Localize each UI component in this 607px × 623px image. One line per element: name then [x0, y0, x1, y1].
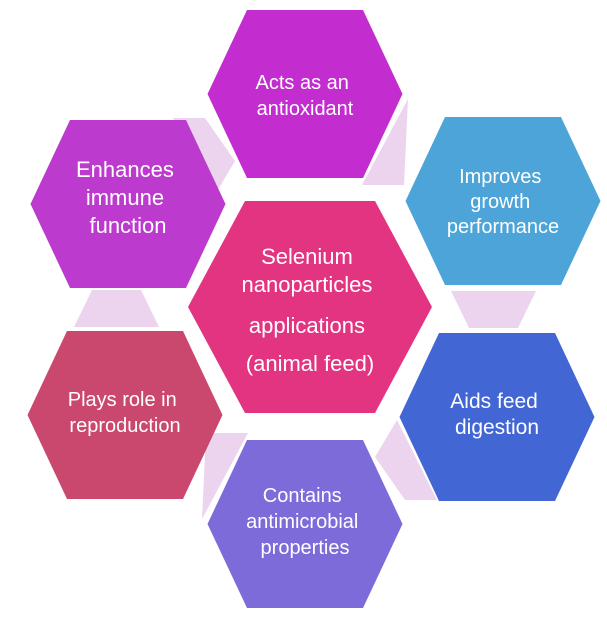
- label-line: function: [89, 213, 166, 238]
- label-line: antioxidant: [257, 98, 354, 120]
- label-line: Plays role in: [68, 389, 177, 411]
- hexagon-bottom: [207, 440, 403, 608]
- hexagon-top-right: [405, 117, 601, 285]
- connector-topright-to-bottomright: [451, 291, 536, 328]
- hexagon-center-label: Selenium nanoparticles applications (ani…: [242, 244, 379, 376]
- label-line: properties: [261, 537, 350, 559]
- label-line: performance: [447, 216, 559, 238]
- label-line: (animal feed): [246, 351, 374, 376]
- hexagon-bottom-right: [399, 333, 595, 501]
- hexagon-top-left-label: Enhances immune function: [76, 157, 180, 238]
- label-line: growth: [470, 191, 530, 213]
- label-line: Improves: [459, 166, 541, 188]
- hexagon-bottom-left: [27, 331, 223, 499]
- label-line: reproduction: [69, 415, 180, 437]
- hexagon-bottom-right-label: Aids feed digestion: [450, 390, 543, 439]
- hexagon-top: [207, 10, 403, 178]
- label-line: digestion: [455, 416, 539, 439]
- label-line: applications: [249, 313, 365, 338]
- hexagon-bottom-label: Contains antimicrobial properties: [246, 485, 364, 559]
- label-line: Contains: [263, 485, 342, 507]
- label-line: Aids feed: [450, 390, 538, 413]
- label-line: antimicrobial: [246, 511, 358, 533]
- connector-topleft-to-bottomleft: [74, 290, 159, 327]
- label-line: Selenium: [261, 244, 353, 269]
- connector-bottomleft-to-bottom: [202, 433, 248, 519]
- connector-bottomright-to-bottom: [375, 420, 437, 500]
- hexagon-top-label: Acts as an antioxidant: [256, 72, 355, 120]
- hexagon-bottom-left-label: Plays role in reproduction: [68, 389, 183, 437]
- hexagon-top-left: [30, 120, 226, 288]
- label-line: Enhances: [76, 157, 174, 182]
- label-line: immune: [86, 185, 164, 210]
- label-line: nanoparticles: [242, 272, 373, 297]
- label-line: Acts as an: [256, 72, 349, 94]
- connector-top-to-topright: [362, 99, 408, 185]
- hexagon-center: [188, 201, 432, 413]
- hexagon-top-right-label: Improves growth performance: [447, 166, 559, 238]
